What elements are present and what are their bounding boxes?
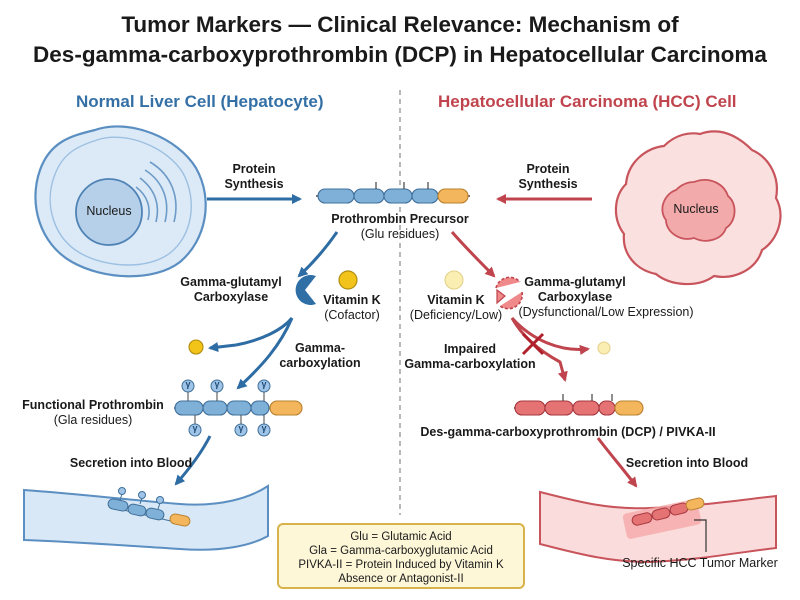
- blood-vessel-normal: [23, 484, 269, 551]
- hcc-cell-heading: Hepatocellular Carcinoma (HCC) Cell: [438, 92, 737, 111]
- arrow-secretion-normal: [174, 435, 212, 486]
- functional-prothrombin-note: (Gla residues): [53, 413, 133, 427]
- protein-synthesis-label-normal-1: Protein: [232, 162, 276, 176]
- legend-line: PIVKA-II = Protein Induced by Vitamin K: [298, 559, 504, 571]
- normal-secretion-label: Secretion into Blood: [69, 456, 193, 470]
- normal-process-label-1: Gamma-: [294, 341, 346, 355]
- gla-symbol: γ: [214, 379, 220, 389]
- gla-residue-icon: [257, 423, 271, 437]
- legend-line: Absence or Antagonist-II: [338, 573, 464, 585]
- gla-residue-icon: [234, 423, 248, 437]
- hcc-vitamin-k-note: (Deficiency/Low): [409, 308, 503, 322]
- protein-synthesis-label-hcc-1: Protein: [526, 162, 570, 176]
- hcc-nucleus: [661, 179, 736, 242]
- protein-synthesis-label-normal-2: Synthesis: [224, 177, 284, 191]
- hcc-process-label-2: Gamma-carboxylation: [404, 357, 536, 371]
- blood-vessel-hcc: [539, 490, 777, 564]
- hcc-nucleus-label: Nucleus: [673, 202, 719, 216]
- normal-vitamin-k-note: (Cofactor): [324, 308, 380, 322]
- vitamin-k-normal: [338, 270, 358, 290]
- vitamin-k-released-normal: [188, 339, 204, 355]
- title-line-2: Des-gamma-carboxyprothrombin (DCP) in He…: [33, 42, 767, 67]
- gla-symbol: γ: [261, 379, 267, 389]
- arrow-to-carboxylase-normal: [297, 231, 339, 278]
- protein-synthesis-label-hcc-2: Synthesis: [518, 177, 578, 191]
- dcp-chain: [514, 394, 644, 416]
- hcc-enzyme-label-1: Gamma-glutamyl: [524, 275, 626, 289]
- legend-box: Glu = Glutamic Acid Gla = Gamma-carboxyg…: [277, 523, 525, 589]
- gla-symbol: γ: [185, 379, 191, 389]
- inhibition-cross-icon: [521, 332, 545, 356]
- arrow-vitk-release-hcc: [510, 316, 591, 355]
- functional-prothrombin-chain: [174, 379, 303, 437]
- gla-residue-icon: [257, 379, 271, 393]
- gla-residue-icon: [188, 423, 202, 437]
- carboxylase-enzyme-hcc: [495, 276, 524, 310]
- normal-enzyme-label-1: Gamma-glutamyl: [180, 275, 282, 289]
- gla-symbol: γ: [192, 423, 198, 433]
- hcc-secretion-label: Secretion into Blood: [625, 456, 749, 470]
- hcc-marker-label: Specific HCC Tumor Marker: [622, 556, 778, 570]
- gla-symbol: γ: [238, 423, 244, 433]
- title-line-1: Tumor Markers — Clinical Relevance: Mech…: [121, 12, 679, 37]
- legend-line: Glu = Glutamic Acid: [350, 531, 452, 543]
- functional-prothrombin-label: Functional Prothrombin: [22, 398, 164, 412]
- vitamin-k-released-hcc: [597, 341, 611, 355]
- gla-residue-icon: [210, 379, 224, 393]
- normal-enzyme-label-2: Carboxylase: [193, 290, 269, 304]
- normal-cell-heading: Normal Liver Cell (Hepatocyte): [76, 92, 324, 111]
- hcc-enzyme-note: (Dysfunctional/Low Expression): [518, 305, 694, 319]
- hcc-process-label-1: Impaired: [443, 342, 497, 356]
- hepatocyte-cell: [34, 125, 207, 278]
- hcc-cell: [614, 130, 782, 286]
- normal-vitamin-k-label: Vitamin K: [323, 293, 381, 307]
- gla-residue-icon: [181, 379, 195, 393]
- normal-process-label-2: carboxylation: [279, 356, 361, 370]
- precursor-label: Prothrombin Precursor: [331, 212, 469, 226]
- gla-symbol: γ: [261, 423, 267, 433]
- vitamin-k-hcc: [444, 270, 464, 290]
- hcc-vitamin-k-label: Vitamin K: [427, 293, 485, 307]
- prothrombin-precursor-chain: [316, 182, 470, 204]
- hcc-enzyme-label-2: Carboxylase: [537, 290, 613, 304]
- carboxylase-enzyme-normal: [295, 275, 316, 305]
- precursor-note: (Glu residues): [360, 227, 440, 241]
- arrow-to-carboxylase-hcc: [450, 231, 496, 278]
- legend-line: Gla = Gamma-carboxyglutamic Acid: [309, 545, 493, 557]
- arrow-secretion-hcc: [596, 437, 638, 488]
- normal-nucleus-label: Nucleus: [86, 204, 132, 218]
- marker-callout-line: [694, 519, 707, 552]
- dcp-label: Des-gamma-carboxyprothrombin (DCP) / PIV…: [420, 425, 716, 439]
- arrow-carboxylation-normal: [236, 317, 294, 390]
- hepatocyte-nucleus: [75, 178, 143, 246]
